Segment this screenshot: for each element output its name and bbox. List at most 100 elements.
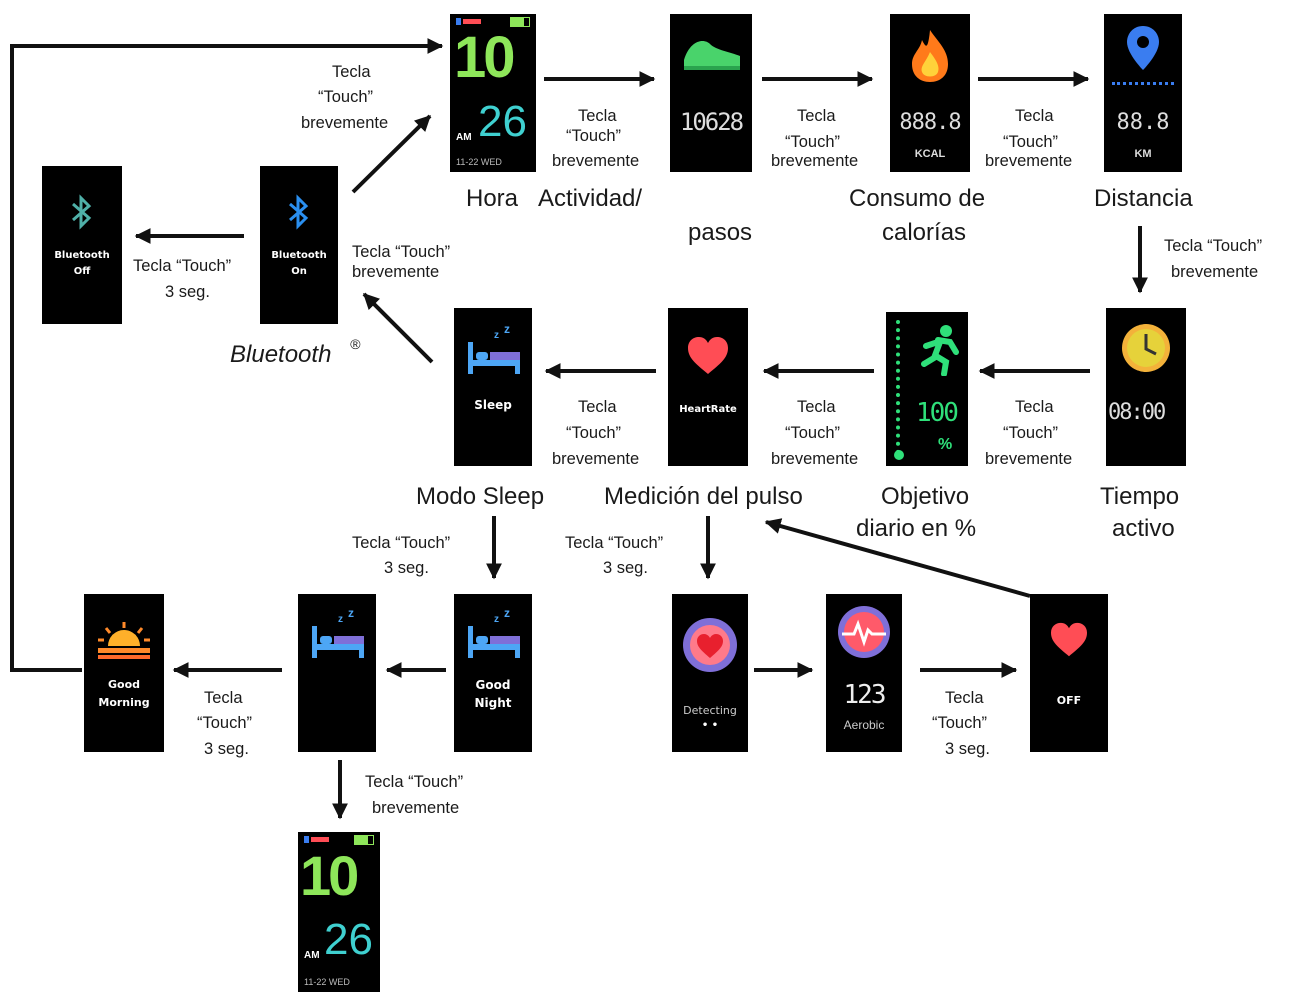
svg-text:z: z: [504, 326, 510, 336]
title-actividad-1: Actividad/: [538, 185, 643, 212]
label-tecla-touch: Tecla “Touch”: [352, 534, 451, 552]
label-brevemente: brevemente: [771, 450, 859, 468]
label-tecla-touch: Tecla “Touch”: [365, 773, 464, 791]
pulse-heart-icon: [838, 606, 890, 658]
good-morning-line1: Good: [107, 678, 141, 691]
svg-text:z: z: [504, 610, 510, 620]
goal-progress-dots: [896, 320, 904, 454]
screen-heart-rate-off: OFF: [1030, 594, 1108, 752]
shoe-icon: [684, 41, 740, 70]
detecting-label: Detecting: [683, 704, 737, 717]
label-brevemente: brevemente: [985, 152, 1073, 170]
label-tecla-touch: Tecla “Touch”: [565, 534, 664, 552]
sunrise-icon: [98, 622, 150, 659]
screen-clock-return: 10 AM 26 11-22 WED: [298, 832, 380, 992]
status-icons-return: [304, 836, 334, 844]
title-tiempo-1: Tiempo: [1100, 483, 1180, 510]
heart-rate-off-label: OFF: [1056, 694, 1082, 707]
label-tecla: Tecla: [797, 107, 836, 125]
heart-icon: [688, 337, 728, 374]
good-night-line1: Good: [475, 678, 511, 692]
svg-text:z: z: [494, 614, 499, 625]
calories-unit: KCAL: [914, 148, 946, 160]
good-morning-line2: Morning: [98, 696, 150, 709]
detecting-heart-icon: [683, 618, 737, 672]
active-time-value: 08:00: [1108, 400, 1166, 425]
label-touch: “Touch”: [197, 714, 253, 732]
aerobic-value: 123: [843, 680, 887, 710]
screen-aerobic: 123 Aerobic: [826, 594, 902, 752]
detecting-dots: • •: [701, 720, 719, 731]
label-tecla-touch: Tecla “Touch”: [352, 243, 451, 261]
distance-value: 88.8: [1116, 110, 1170, 135]
label-brevemente: brevemente: [552, 450, 640, 468]
goal-heart-dot: [894, 450, 904, 460]
label-tres-seg: 3 seg.: [603, 559, 648, 577]
clock-minute-return: 26: [324, 915, 373, 964]
sleeping-bed-icon: z z: [312, 610, 364, 658]
label-tecla: Tecla: [1015, 107, 1054, 125]
title-distancia: Distancia: [1094, 185, 1193, 212]
label-tecla-touch: Tecla “Touch”: [133, 257, 232, 275]
distance-unit: KM: [1134, 148, 1152, 160]
label-touch: “Touch”: [785, 133, 841, 151]
screen-distance: 88.8 KM: [1104, 14, 1182, 172]
battery-icon: [510, 17, 530, 27]
heart-rate-label: HeartRate: [679, 404, 737, 415]
label-tecla: Tecla: [204, 689, 243, 707]
bluetooth-off-line2: Off: [73, 266, 91, 277]
label-brevemente: brevemente: [985, 450, 1073, 468]
good-night-bed-icon: z z: [468, 610, 520, 658]
label-touch: “Touch”: [932, 714, 988, 732]
arrow-off-to-heartrate: [764, 518, 1031, 598]
title-modo-sleep: Modo Sleep: [416, 483, 545, 510]
screen-heart-rate: HeartRate: [668, 308, 748, 466]
label-touch: “Touch”: [318, 88, 374, 106]
bluetooth-off-icon: [72, 194, 92, 230]
arrow-bluetooth-to-clock: [351, 114, 432, 194]
title-objetivo-1: Objetivo: [881, 483, 970, 510]
bluetooth-on-line1: Bluetooth: [271, 250, 327, 261]
screen-good-night: z z Good Night: [454, 594, 532, 752]
clock-am: AM: [456, 132, 472, 143]
goal-value: 100: [916, 398, 959, 428]
sleep-label: Sleep: [474, 398, 512, 412]
aerobic-label: Aerobic: [843, 718, 885, 732]
label-brevemente: brevemente: [372, 799, 460, 817]
screen-active-time: 08:00: [1106, 308, 1186, 466]
clock-date: 11-22 WED: [456, 157, 502, 167]
arrow-sleep-to-bluetooth: [362, 292, 434, 364]
screen-steps: 10628: [670, 14, 752, 172]
label-touch: “Touch”: [1003, 133, 1059, 151]
label-tecla: Tecla: [332, 63, 371, 81]
screen-clock: 10 AM 26 11-22 WED: [450, 14, 536, 172]
label-tecla: Tecla: [1015, 398, 1054, 416]
label-touch: “Touch”: [1003, 424, 1059, 442]
svg-text:z: z: [348, 610, 354, 620]
bluetooth-on-line2: On: [291, 266, 307, 277]
label-tecla: Tecla: [797, 398, 836, 416]
screen-sleep: z z Sleep: [454, 308, 532, 466]
label-brevemente: brevemente: [771, 152, 859, 170]
title-objetivo-2: diario en %: [856, 515, 977, 542]
screen-calories: 888.8 KCAL: [890, 14, 970, 172]
status-icons: [456, 18, 486, 26]
screen-sleeping: z z: [298, 594, 376, 752]
distance-dots: [1112, 82, 1174, 85]
clock-hour-return: 10: [300, 844, 359, 907]
label-brevemente: brevemente: [1171, 263, 1259, 281]
title-tiempo-2: activo: [1112, 515, 1175, 542]
heart-off-icon: [1051, 622, 1087, 657]
title-hora: Hora: [466, 185, 519, 212]
screen-bluetooth-off: Bluetooth Off: [42, 166, 122, 324]
title-bluetooth: Bluetooth: [230, 341, 332, 368]
flame-icon: [912, 30, 948, 82]
clock-am-return: AM: [304, 950, 320, 961]
label-touch: “Touch”: [785, 424, 841, 442]
svg-text:z: z: [338, 614, 343, 625]
goal-unit: %: [938, 436, 953, 453]
label-brevemente: brevemente: [552, 152, 640, 170]
clock-minute: 26: [478, 97, 527, 146]
screen-good-morning: Good Morning: [84, 594, 164, 752]
